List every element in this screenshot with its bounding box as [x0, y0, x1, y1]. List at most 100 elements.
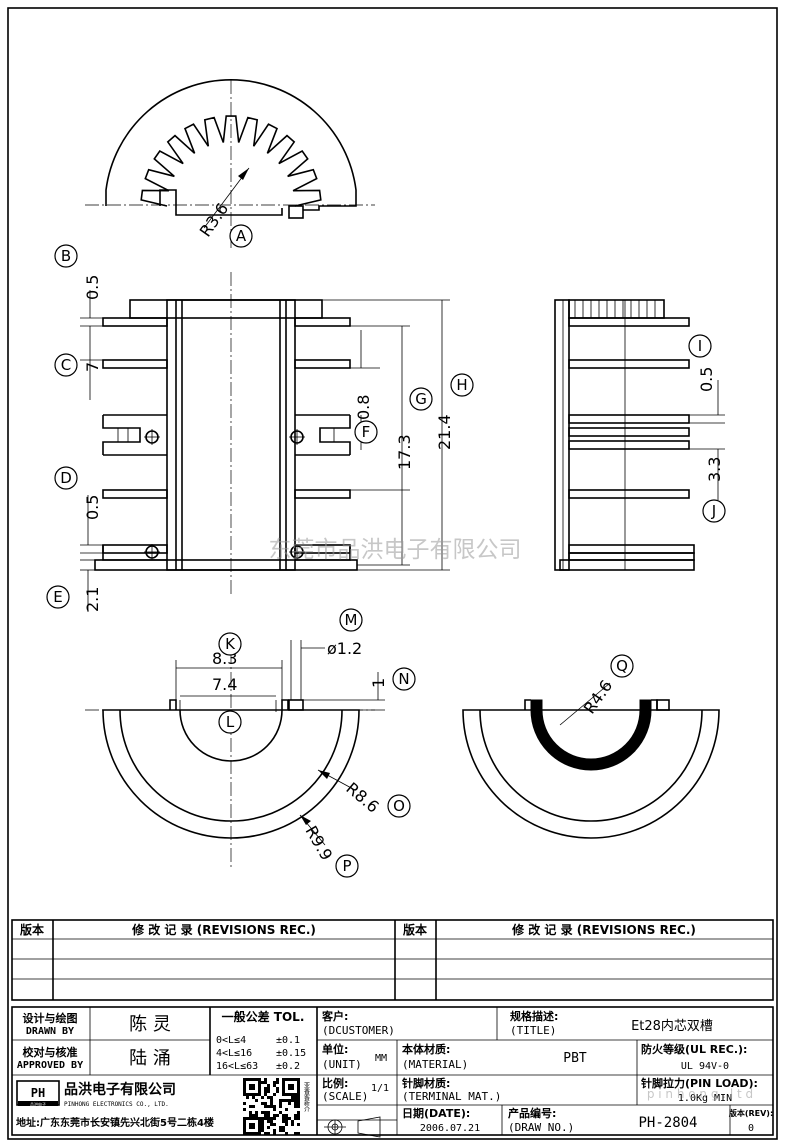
qr-module	[285, 1078, 288, 1081]
qr-module	[243, 1087, 246, 1090]
qr-module	[261, 1102, 264, 1105]
qr-module	[273, 1129, 276, 1132]
qr-module	[252, 1114, 255, 1117]
qr-module	[249, 1093, 252, 1096]
qr-module	[294, 1117, 297, 1120]
qr-module	[276, 1087, 279, 1090]
rev-col-version-right: 版本	[403, 922, 427, 937]
qr-module	[291, 1093, 294, 1096]
rev-value: 0	[748, 1123, 754, 1134]
date-label: 日期(DATE):	[402, 1106, 470, 1120]
unit-label-en: (UNIT)	[322, 1058, 362, 1071]
dim-i: 0.5	[697, 367, 716, 392]
callout-g: G	[409, 387, 433, 411]
designer-label-en: DRAWN BY	[26, 1026, 74, 1037]
svg-text:J: J	[711, 502, 716, 520]
customer-label-en: (DCUSTOMER)	[322, 1024, 395, 1037]
qr-module	[294, 1093, 297, 1096]
qr-module	[273, 1132, 276, 1135]
qr-module	[267, 1114, 270, 1117]
qr-module	[261, 1126, 264, 1129]
qr-module	[270, 1117, 273, 1120]
company-address: 地址:广东东莞市长安镇先兴北街5号二栋4楼	[16, 1116, 214, 1129]
qr-module	[285, 1117, 288, 1120]
qr-module	[252, 1096, 255, 1099]
material-label: 本体材质:	[402, 1042, 450, 1056]
qr-module	[297, 1132, 300, 1135]
qr-module	[273, 1108, 276, 1111]
callout-m: M	[339, 608, 363, 632]
svg-text:A: A	[236, 227, 247, 245]
company-name-cn: 品洪电子有限公司	[64, 1081, 176, 1098]
qr-module	[249, 1087, 252, 1090]
callout-n: N	[392, 667, 416, 691]
drawno-label-en: (DRAW NO.)	[508, 1121, 574, 1134]
qr-module	[255, 1132, 258, 1135]
qr-module	[282, 1117, 285, 1120]
qr-module	[285, 1108, 288, 1111]
qr-module	[282, 1126, 285, 1129]
qr-code	[243, 1078, 300, 1135]
designer-label-cn: 设计与绘图	[23, 1011, 78, 1025]
customer-label: 客户:	[321, 1009, 348, 1023]
qr-module	[264, 1117, 267, 1120]
qr-module	[288, 1099, 291, 1102]
qr-module	[246, 1117, 249, 1120]
drawno-value: PH-2804	[638, 1115, 697, 1131]
dim-c: 7	[83, 362, 102, 372]
qr-module	[297, 1081, 300, 1084]
qr-module	[297, 1084, 300, 1087]
qr-module	[252, 1078, 255, 1081]
spec-label: 规格描述:	[510, 1009, 558, 1023]
qr-module	[249, 1114, 252, 1117]
dim-p: R9.9	[302, 823, 337, 864]
unit-label: 单位:	[322, 1042, 348, 1056]
qr-module	[294, 1114, 297, 1117]
qr-module	[267, 1132, 270, 1135]
qr-module	[288, 1078, 291, 1081]
callout-p: P	[335, 854, 359, 878]
material-label-en: (MATERIAL)	[402, 1058, 468, 1071]
qr-module	[252, 1126, 255, 1129]
qr-module	[249, 1111, 252, 1114]
qr-module	[285, 1114, 288, 1117]
terminal-label-en: (TERMINAL MAT.)	[402, 1090, 501, 1103]
qr-module	[297, 1099, 300, 1102]
qr-module	[261, 1120, 264, 1123]
qr-module	[258, 1117, 261, 1120]
watermark: 东莞市品洪电子有限公司	[269, 537, 522, 563]
spec-label-en: (TITLE)	[510, 1024, 556, 1037]
qr-module	[297, 1123, 300, 1126]
tol-range-2: 4<L≤16	[216, 1048, 252, 1059]
projection-symbol	[324, 1116, 381, 1138]
qr-module	[258, 1081, 261, 1084]
svg-text:E: E	[53, 588, 62, 606]
qr-module	[291, 1084, 294, 1087]
qr-module	[243, 1090, 246, 1093]
qr-module	[270, 1102, 273, 1105]
qr-module	[297, 1093, 300, 1096]
qr-module	[249, 1132, 252, 1135]
qr-module	[261, 1123, 264, 1126]
rev-col-version-left: 版本	[20, 922, 44, 937]
qr-module	[282, 1084, 285, 1087]
qr-module	[243, 1108, 246, 1111]
qr-module	[243, 1132, 246, 1135]
callout-q: Q	[610, 654, 634, 678]
svg-text:品洪电子: 品洪电子	[30, 1101, 46, 1107]
rev-col-record-left: 修 改 记 录 (REVISIONS REC.)	[131, 922, 316, 937]
date-value: 2006.07.21	[420, 1123, 480, 1134]
qr-module	[264, 1102, 267, 1105]
qr-module	[261, 1081, 264, 1084]
svg-text:B: B	[61, 247, 71, 265]
qr-module	[288, 1102, 291, 1105]
svg-text:C: C	[61, 356, 71, 374]
callout-c: C	[54, 353, 78, 377]
qr-module	[246, 1132, 249, 1135]
material-value: PBT	[563, 1051, 587, 1066]
callout-a: A	[229, 224, 253, 248]
qr-module	[267, 1126, 270, 1129]
revision-table: 版本 修 改 记 录 (REVISIONS REC.) 版本 修 改 记 录 (…	[11, 919, 774, 1001]
qr-module	[258, 1078, 261, 1081]
qr-module	[264, 1111, 267, 1114]
